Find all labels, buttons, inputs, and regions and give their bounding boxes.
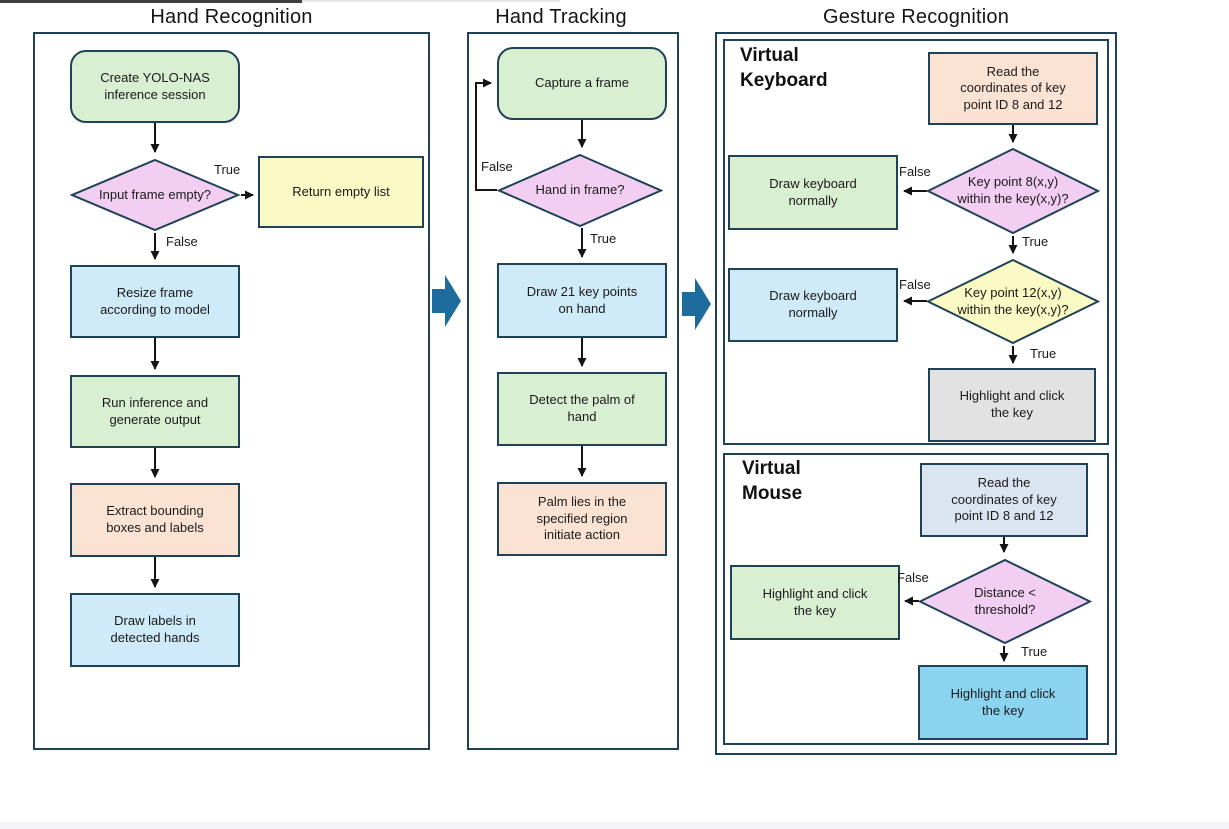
- node-highlight-click-false-branch: Highlight and click the key: [730, 565, 900, 640]
- edge-label-false: False: [897, 570, 929, 585]
- section-title-hand-tracking: Hand Tracking: [495, 6, 627, 28]
- decision-keypoint12-within-key: Key point 12(x,y) within the key(x,y)?: [926, 258, 1100, 345]
- frame-hand-recognition: [33, 32, 430, 750]
- diamond-shape-icon: [918, 558, 1092, 645]
- frame-virtual-keyboard: [723, 39, 1109, 445]
- decision-keypoint8-within-key: Key point 8(x,y) within the key(x,y)?: [926, 147, 1100, 235]
- block-arrow-right-icon: [432, 275, 461, 327]
- node-run-inference: Run inference and generate output: [70, 375, 240, 448]
- edge-label-true: True: [590, 231, 617, 246]
- node-read-coordinates-vm: Read the coordinates of key point ID 8 a…: [920, 463, 1088, 537]
- edge-label-true: True: [214, 162, 241, 177]
- decision-distance-threshold: Distance < threshold?: [918, 558, 1092, 645]
- node-resize-frame: Resize frame according to model: [70, 265, 240, 338]
- node-extract-boxes: Extract bounding boxes and labels: [70, 483, 240, 557]
- decision-input-frame-empty: Input frame empty?: [70, 158, 240, 232]
- decision-hand-in-frame: Hand in frame?: [497, 153, 663, 228]
- top-edge-artifact: [0, 0, 302, 3]
- diamond-shape-icon: [926, 258, 1100, 345]
- frame-hand-tracking: [467, 32, 679, 750]
- edge-label-false: False: [166, 234, 198, 249]
- node-read-coordinates-vk: Read the coordinates of key point ID 8 a…: [928, 52, 1098, 125]
- section-title-hand-recognition: Hand Recognition: [150, 6, 313, 28]
- frame-gesture-recognition-outer: [715, 32, 1117, 755]
- edge-label-true: True: [1022, 234, 1049, 249]
- node-draw-keyboard-normally-2: Draw keyboard normally: [728, 268, 898, 342]
- top-edge-artifact-light: [302, 0, 560, 2]
- edge-label-true: True: [1021, 644, 1048, 659]
- edge-label-false: False: [899, 164, 931, 179]
- subsection-label-virtual-keyboard: Virtual Keyboard: [740, 45, 828, 91]
- diamond-shape-icon: [926, 147, 1100, 235]
- bottom-edge-strip: [0, 822, 1229, 829]
- node-capture-frame: Capture a frame: [497, 47, 667, 120]
- section-title-gesture-recognition: Gesture Recognition: [822, 6, 1010, 28]
- node-draw-keyboard-normally-1: Draw keyboard normally: [728, 155, 898, 230]
- edge-label-true: True: [1030, 346, 1057, 361]
- edge-label-false: False: [899, 277, 931, 292]
- node-draw-labels: Draw labels in detected hands: [70, 593, 240, 667]
- diamond-shape-icon: [497, 153, 663, 228]
- node-detect-palm: Detect the palm of hand: [497, 372, 667, 446]
- subsection-label-virtual-mouse: Virtual Mouse: [742, 458, 803, 504]
- frame-virtual-mouse: [723, 453, 1109, 745]
- edge-label-false: False: [481, 159, 513, 174]
- node-draw-keypoints: Draw 21 key points on hand: [497, 263, 667, 338]
- node-palm-region-action: Palm lies in the specified region initia…: [497, 482, 667, 556]
- diamond-shape-icon: [70, 158, 240, 232]
- node-highlight-click-true-branch: Highlight and click the key: [918, 665, 1088, 740]
- node-return-empty-list: Return empty list: [258, 156, 424, 228]
- block-arrow-right-icon: [682, 278, 711, 330]
- node-highlight-click-vk: Highlight and click the key: [928, 368, 1096, 442]
- node-create-yolo-session: Create YOLO-NAS inference session: [70, 50, 240, 123]
